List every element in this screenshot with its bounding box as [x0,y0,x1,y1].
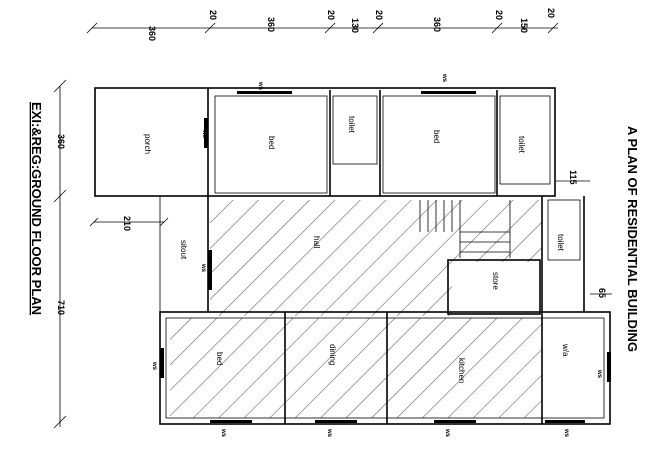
hatched-floors [170,200,542,418]
left-dim-2: 210 [122,216,132,231]
window-tag: ws [220,428,226,438]
right-dim-2: 65 [597,288,607,298]
right-dim-1: 115 [568,170,578,185]
room-labels: porch bed toilet bed toilet hall sitout … [143,116,570,383]
window-tag: ws [563,428,569,438]
window-tag: ws [201,129,207,139]
room-bed-3: bed [215,352,224,365]
left-dim-1: 360 [56,134,66,149]
top-dim-9: 150 [519,18,529,33]
window-tag: ws [257,81,263,91]
page-title: A PLAN OF RESIDENTIAL BUILDING [625,126,640,352]
room-kitchen: kitchen [457,358,466,383]
room-hall: hall [312,236,321,249]
right-dimensions: 115 65 [556,170,612,298]
top-dim-6: 20 [374,10,384,20]
top-dim-7: 360 [432,17,442,32]
dimension-tick [372,22,384,34]
top-dim-1: 360 [147,26,157,41]
room-toilet-1: toilet [347,116,356,134]
window-tag: ws [441,73,447,83]
room-bed-1: bed [267,136,276,149]
dimension-tick [324,22,336,34]
room-sitout: sitout [179,240,188,260]
room-wa: w/a [561,343,570,357]
top-dim-2: 20 [208,10,218,20]
dimension-tick [547,22,559,34]
room-dining: dining [328,344,337,365]
room-toilet-3: toilet [556,234,565,252]
room-porch: porch [143,134,152,154]
windows [160,91,611,423]
dimension-tick [491,22,503,34]
top-dim-3: 360 [266,17,276,32]
dimension-tick [204,22,216,34]
window-tag: ws [596,369,602,379]
top-dim-10: 20 [546,8,556,18]
dimension-tick [86,22,98,34]
top-dimension-chain: 360 20 360 20 130 20 360 20 150 20 [86,8,559,41]
top-dim-8: 20 [494,10,504,20]
room-bed-2: bed [432,130,441,143]
room-store: store [491,272,500,290]
window-tag: ws [200,263,206,273]
window-tag: ws [151,361,157,371]
top-dim-5: 130 [350,18,360,33]
top-dim-4: 20 [326,10,336,20]
page-subtitle: EXI:&REG:GROUND FLOOR PLAN [29,102,44,315]
window-tag: ws [444,428,450,438]
left-dimension-chain: 360 710 210 [53,79,169,429]
window-tags: ws ws ws ws ws ws ws ws ws ws [151,73,602,438]
staircase [419,200,511,258]
window-tag: ws [326,428,332,438]
left-dim-3: 710 [56,300,66,315]
room-toilet-2: toilet [517,136,526,154]
